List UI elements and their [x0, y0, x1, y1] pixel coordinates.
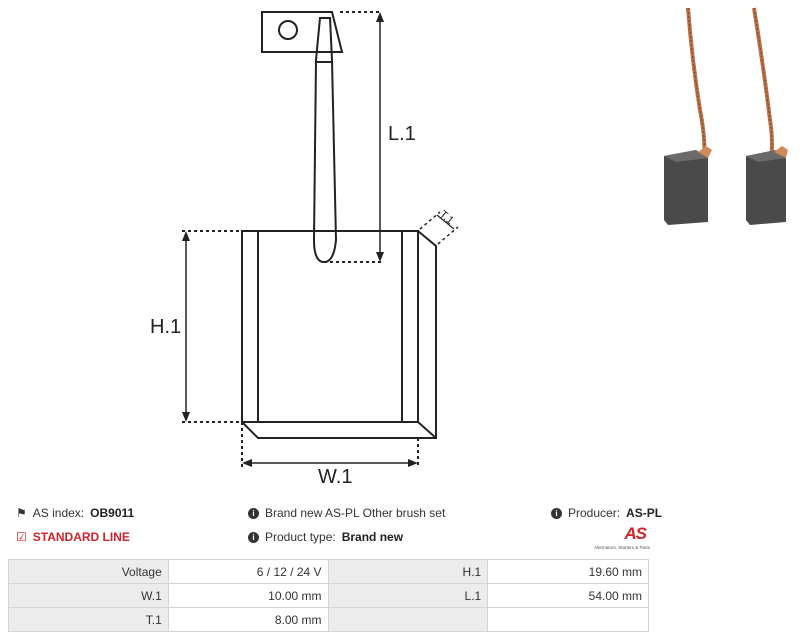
spec-key: H.1	[327, 559, 489, 584]
spec-value: 8.00 mm	[167, 607, 329, 632]
info-circle-icon: i	[248, 507, 259, 519]
label-h1: H.1	[150, 316, 181, 338]
product-photo-brush-2	[746, 7, 788, 225]
dimension-l1	[324, 11, 384, 263]
product-type-value: Brand new	[341, 530, 404, 544]
spec-key	[327, 607, 489, 632]
description-text: Brand new AS-PL Other brush set	[265, 506, 446, 520]
terminal-tab	[261, 11, 344, 53]
product-description: i Brand new AS-PL Other brush set	[248, 506, 445, 520]
standard-line-label: STANDARD LINE	[32, 530, 130, 544]
spec-value: 10.00 mm	[167, 583, 329, 608]
product-photo-brush-1	[664, 7, 712, 225]
dimension-h1	[182, 230, 242, 423]
spec-key: Voltage	[8, 559, 169, 584]
cable	[312, 17, 338, 264]
info-circle-icon: i	[248, 531, 259, 543]
logo-tagline: Alternators, Starters & Parts	[593, 545, 650, 550]
table-row: T.1 8.00 mm	[8, 607, 649, 632]
spec-value: 54.00 mm	[487, 583, 649, 608]
as-index-value: OB9011	[90, 506, 135, 520]
producer-label: Producer:	[568, 506, 621, 520]
label-w1: W.1	[318, 466, 352, 488]
spec-key: L.1	[327, 583, 489, 608]
check-square-icon: ☑	[16, 530, 27, 544]
product-type-label: Product type:	[265, 530, 336, 544]
spec-value: 19.60 mm	[487, 559, 649, 584]
as-index: ⚑ AS index: OB9011	[16, 506, 134, 520]
label-l1: L.1	[388, 123, 416, 145]
spec-value: 6 / 12 / 24 V	[167, 559, 329, 584]
technical-drawing: L.1 H.1 W.1 T.1	[150, 11, 459, 488]
producer-value: AS-PL	[626, 506, 663, 520]
tags-icon: ⚑	[16, 506, 27, 520]
as-pl-logo: AS Alternators, Starters & Parts	[584, 524, 650, 552]
dimension-w1	[241, 422, 419, 468]
standard-line: ☑ STANDARD LINE	[16, 530, 130, 544]
table-row: W.1 10.00 mm L.1 54.00 mm	[8, 583, 649, 608]
logo-mark: AS	[624, 524, 647, 543]
producer: i Producer: AS-PL	[551, 506, 662, 520]
dimension-t1	[419, 211, 459, 245]
info-circle-icon: i	[551, 507, 562, 519]
specs-table: Voltage 6 / 12 / 24 V H.1 19.60 mm W.1 1…	[8, 559, 649, 632]
product-type: i Product type: Brand new	[248, 530, 403, 544]
table-row: Voltage 6 / 12 / 24 V H.1 19.60 mm	[8, 559, 649, 584]
as-index-label: AS index:	[32, 506, 85, 520]
spec-key: T.1	[8, 607, 169, 632]
spec-key: W.1	[8, 583, 169, 608]
terminal-hole	[278, 20, 298, 40]
spec-value	[487, 607, 649, 632]
label-t1: T.1	[437, 208, 456, 227]
